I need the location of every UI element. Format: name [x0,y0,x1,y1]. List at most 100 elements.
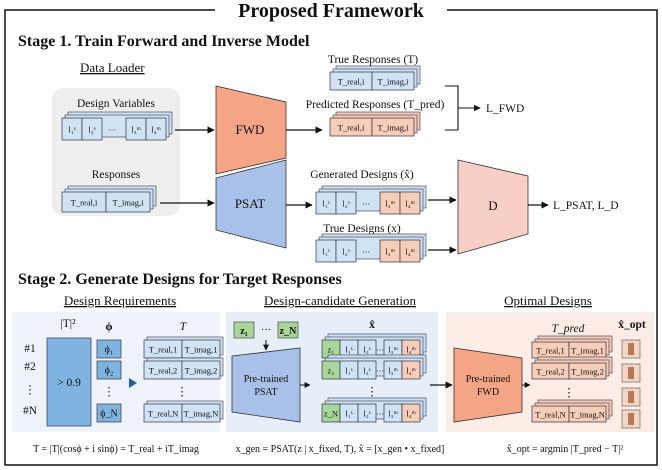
t-cell [181,360,221,380]
true-designs-label: True Designs (x) [323,223,401,235]
cand-dots: ⋮ [366,386,378,398]
opt-design-pattern [628,391,634,403]
col-t-header: T [180,321,188,333]
cand-cell-text: l₁ˢ [345,345,352,355]
z1-cell [233,321,255,339]
design-cell [335,191,357,215]
cand-cell-text: l₂ˢ [363,345,370,355]
true-response-cells: T_real,i T_imag,i [329,65,421,91]
design-cell-text: l₄ᵐ [405,247,414,257]
cand-z-cell-text: z₁ [328,345,335,355]
pretrained-fwd-line2: FWD [477,387,499,398]
opt-design-icons [621,339,641,429]
pretrained-psat-block [231,347,301,423]
phi-cell-text: ϕ_N [100,409,118,420]
loss-psat-d: L_PSAT, L_D [553,200,619,212]
generated-designs-label: Generated Designs (x̂) [310,169,414,181]
stage2-heading: Stage 2. Generate Designs for Target Res… [18,271,342,288]
stage1-heading: Stage 1. Train Forward and Inverse Model [18,33,310,50]
cand-cell-text: l₄ᵐ [406,345,415,355]
tpred-cell-text: T_real,2 [536,367,565,377]
phi-cell [96,360,122,380]
tpred-cell-text: T_imag,1 [571,346,604,356]
phi-dots: ⋮ [103,386,115,398]
zn-label: z_N [280,326,297,337]
tpred-cell-text: T_imag,2 [571,367,604,377]
cand-cell [401,403,421,423]
row-label: #1 [24,343,36,355]
dv-cell-text: l₄ᵐ [151,125,160,135]
z1-label: z₁ [240,326,247,337]
cand-cell-text: l₃ᵐ [388,366,397,376]
design-requirements-label: Design Requirements [64,293,176,308]
t-dots: ⋮ [176,386,188,398]
tpred-cell [568,362,607,380]
opt-design-pattern [628,413,634,425]
pretrained-fwd-line1: Pre-trained [466,374,510,385]
candidate-generation-label: Design-candidate Generation [264,293,416,308]
xhat-header: x̂ [369,319,375,331]
design-cell-text: l₂ˢ [342,199,349,209]
cand-z-cell-text: z₂ [328,366,335,376]
resp-cell-text: T_real,i [71,198,98,208]
fwd-block [215,85,287,175]
cand-cell [357,403,377,423]
design-cell [399,239,421,263]
cand-cell [401,360,421,380]
cand-cell-text: l₄ᵐ [406,366,415,376]
design-dots: ··· [362,199,371,209]
tpred-cell [568,405,607,423]
cand-mid-dots: ··· [376,366,385,376]
true-resp-cell-text: T_real,i [338,77,365,87]
equation-opt: x̂_opt = argmin |T_pred − T|² [507,444,624,455]
pred-resp-cell-text: T_imag,i [378,123,410,133]
psat-label: PSAT [235,196,265,211]
cand-mid-dots: ··· [376,409,385,419]
resp-cell [105,191,151,213]
design-cell-text: l₂ˢ [342,247,349,257]
design-dots: ··· [362,247,371,257]
dv-cell-text: l₂ˢ [88,125,95,135]
data-loader-label: Data Loader [80,60,145,75]
col-abs-header: |T|² [60,318,76,330]
design-cell-text: l₁ˢ [322,199,329,209]
row-label: #2 [24,361,36,373]
row-labels: #1#2⋮#N [23,343,38,417]
cand-cell-text: l₄ᵐ [406,409,415,419]
threshold-value: > 0.9 [57,377,81,389]
pretrained-psat-line2: PSAT [254,387,277,398]
req-to-gen-arrow [129,378,137,388]
pretrained-psat-line1: Pre-trained [244,374,288,385]
phi-cell-text: ϕ₂ [105,366,114,377]
true-responses-label: True Responses (T) [328,54,418,66]
t-cell-text: T_imag,1 [185,345,218,355]
tpred-dots: ⋮ [563,387,575,399]
dv-cell [145,117,167,141]
cand-cell-text: l₁ˢ [345,409,352,419]
threshold-cell [46,337,92,427]
row-label: ⋮ [24,384,36,396]
design-cell [399,191,421,215]
responses-label: Responses [92,169,141,181]
phi-cell [96,403,122,423]
loss-fwd: L_FWD [486,103,524,115]
design-cell-text: l₁ˢ [322,247,329,257]
xhat-opt-header: x̂_opt [618,319,646,331]
discriminator-label: D [488,198,497,213]
dv-cell-text: l₁ˢ [68,125,75,135]
cand-z-cell-text: z_N [324,409,338,419]
tpred-cell-text: T_imag,N [570,410,605,420]
design-cell-text: l₄ᵐ [405,199,414,209]
true-resp-cell-text: T_imag,i [378,77,410,87]
opt-design-pattern [628,367,634,379]
t-cell [181,403,221,423]
col-phi-header: ϕ [105,321,112,333]
t-cell-text: T_real,1 [149,345,178,355]
